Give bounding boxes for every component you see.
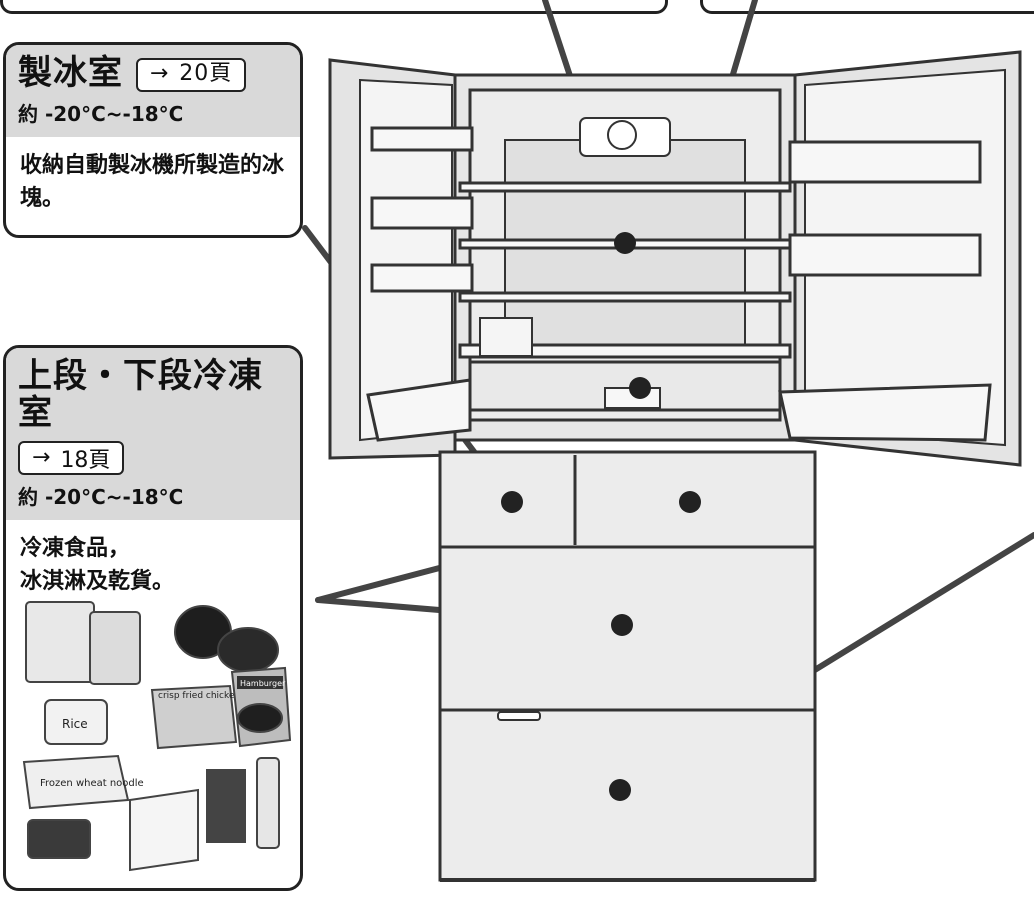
freezer-temperature: 約 -20°C~-18°C [18,484,184,509]
food-label-rice: Rice [62,717,88,731]
chicken-pack-illustration [150,684,238,750]
food-label-hamburger: Hamburger [240,679,286,688]
ice-compartment-card: 製冰室 → 20頁 約 -20°C~-18°C 收納自動製冰機所製造的冰塊。 [3,42,303,238]
ice-compartment-page-ref[interactable]: → 20頁 [135,57,247,92]
freezer-title: 上段・下段冷凍室 [18,356,263,434]
freezer-page-ref[interactable]: → 18頁 [18,440,125,475]
freezer-header: 上段・下段冷凍室 → 18頁 約 -20°C~-18°C [6,348,300,520]
right-door-bin-1 [788,140,982,184]
ice-compartment-temperature: 約 -20°C~-18°C [18,102,184,127]
freezer-description: 冷凍食品， 冰淇淋及乾貨。 [6,520,300,598]
left-door-bin-2 [370,196,474,230]
ice-and-upper-freezer-drawers [438,450,817,549]
freezer-card: 上段・下段冷凍室 → 18頁 約 -20°C~-18°C 冷凍食品， 冰淇淋及乾… [3,345,303,891]
left-door-bin-1 [370,126,474,152]
ice-compartment-header: 製冰室 → 20頁 約 -20°C~-18°C [6,45,300,138]
stick-pack-illustration [256,757,280,849]
ice-compartment-title: 製冰室 [18,53,123,93]
ice-compartment-page-number: 20頁 [179,61,233,87]
noodle-pack-illustration [22,754,130,810]
ice-compartment-description: 收納自動製冰機所製造的冰塊。 [20,153,285,212]
arrow-icon: → [32,445,51,471]
shelf-4 [458,343,792,359]
coffee-pack-illustration [206,769,246,843]
food-illustrations: Rice crisp fried chicken Hamburger Froze… [22,601,292,872]
right-door-bin-3 [778,383,992,442]
top-callout-box-left [0,0,668,14]
callout-dots [501,232,701,801]
shelf-1 [458,181,792,193]
food-label-chicken: crisp fried chicken [158,691,240,701]
container-illustration [27,819,91,859]
freezer-description-line-1: 冷凍食品， [20,535,131,561]
fridge-body [328,50,1022,882]
freezer-description-line-2: 冰淇淋及乾貨。 [20,568,175,594]
right-door-bin-2 [788,233,982,277]
rice-box-illustration [44,699,108,745]
shelf-3 [458,291,792,303]
control-dial [607,120,637,150]
food-label-noodle: Frozen wheat noodle [40,778,144,789]
top-callout-box-right [700,0,1034,14]
bread-bag-illustration [129,788,199,872]
arrow-icon: → [149,61,170,87]
freezer-page-number: 18頁 [60,447,111,473]
left-door-bin-4 [366,378,472,442]
small-container [479,317,533,357]
left-door-bin-3 [370,263,474,293]
drawer-handle [497,711,541,721]
